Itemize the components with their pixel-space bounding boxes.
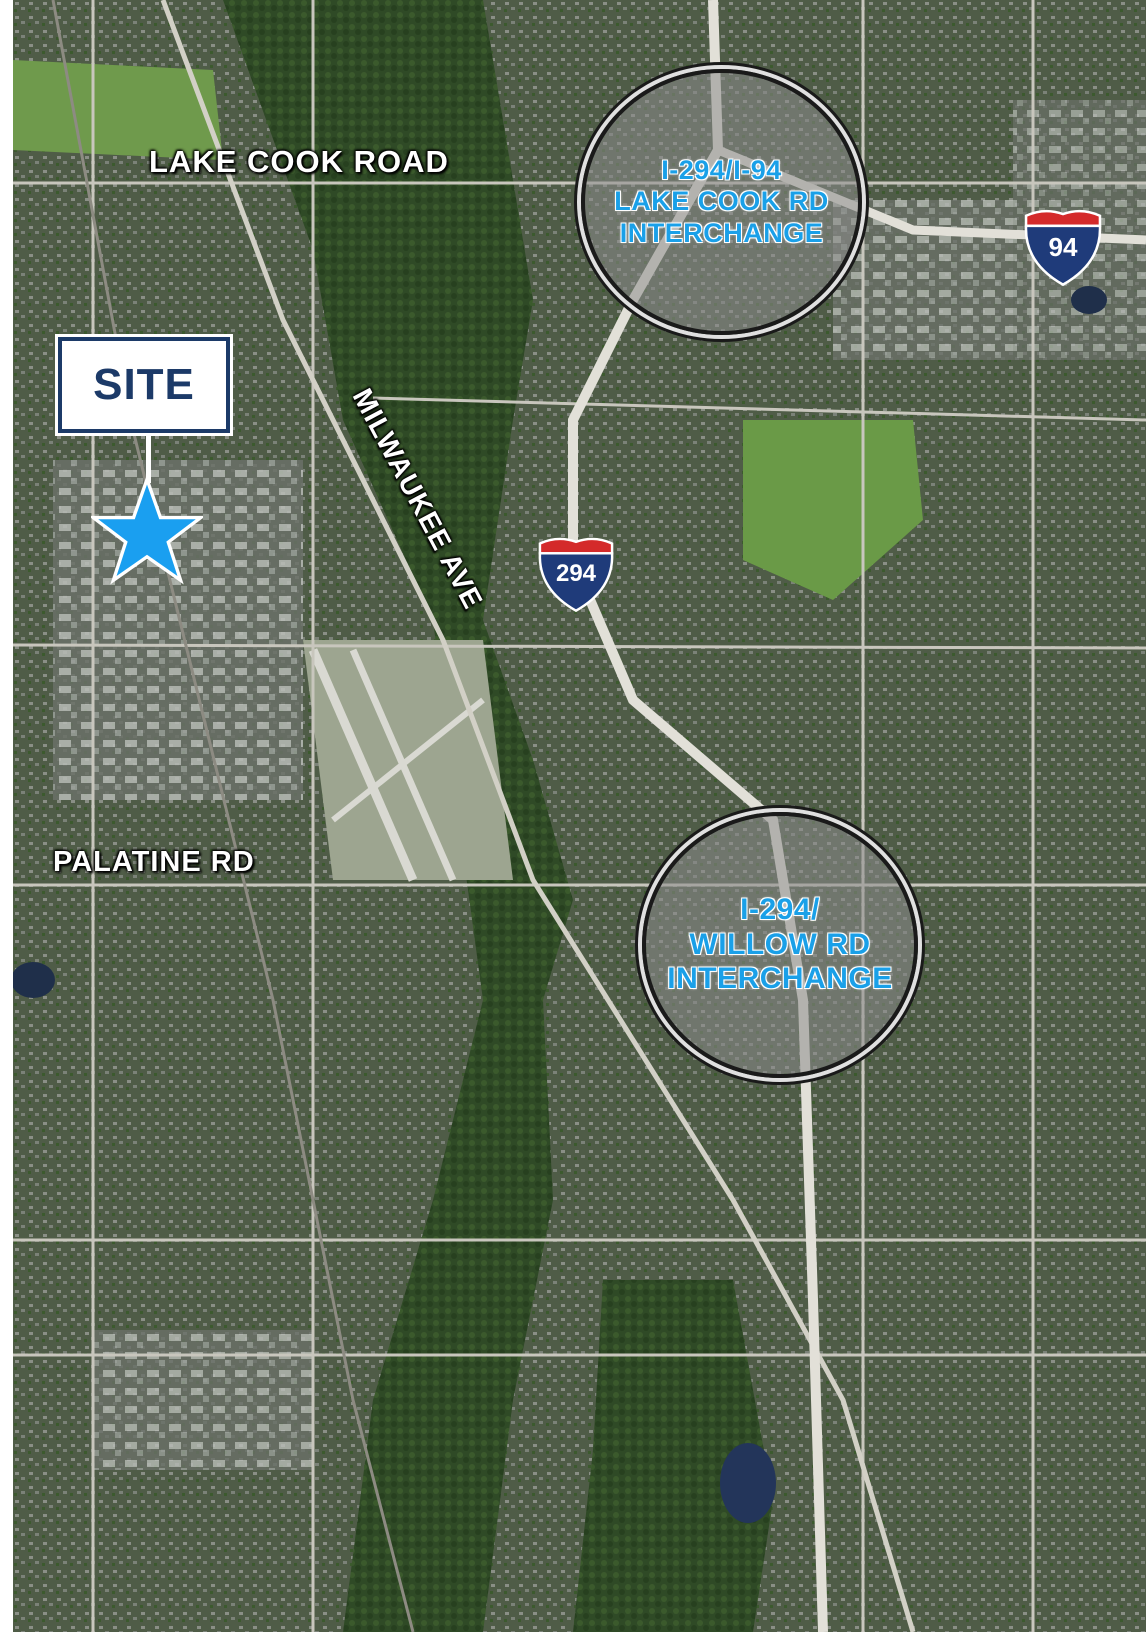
interstate-294-number: 294 xyxy=(555,560,597,587)
interchange-line: I-294/I-94 xyxy=(661,155,782,186)
interstate-294-shield: 294 xyxy=(535,532,617,614)
aerial-map: LAKE COOK ROAD MILWAUKEE AVE PALATINE RD… xyxy=(13,0,1146,1632)
lake-cook-road-label: LAKE COOK ROAD xyxy=(149,144,449,179)
interchange-willow-callout: I-294/ WILLOW RD INTERCHANGE xyxy=(642,812,918,1078)
star-icon xyxy=(91,477,203,585)
interstate-94-shield: 94 xyxy=(1021,204,1105,288)
interstate-shield-icon xyxy=(538,537,614,613)
interstate-94-number: 94 xyxy=(1048,232,1078,262)
site-label: SITE xyxy=(93,360,195,409)
site-leader-line xyxy=(146,433,151,483)
interchange-willow-text: I-294/ WILLOW RD INTERCHANGE xyxy=(667,893,893,997)
interchange-line: WILLOW RD xyxy=(689,927,871,961)
palatine-rd-label: PALATINE RD xyxy=(53,846,255,878)
aerial-imagery xyxy=(13,0,1146,1632)
site-callout: SITE xyxy=(58,337,230,433)
interstate-shield-icon xyxy=(1024,209,1102,287)
interchange-lake-cook-callout: I-294/I-94 LAKE COOK RD INTERCHANGE xyxy=(581,69,862,335)
interchange-lake-cook-text: I-294/I-94 LAKE COOK RD INTERCHANGE xyxy=(614,155,829,248)
interchange-line: INTERCHANGE xyxy=(619,217,824,248)
interchange-line: LAKE COOK RD xyxy=(614,186,829,217)
interchange-line: I-294/ xyxy=(740,893,820,927)
interchange-line: INTERCHANGE xyxy=(667,962,893,996)
